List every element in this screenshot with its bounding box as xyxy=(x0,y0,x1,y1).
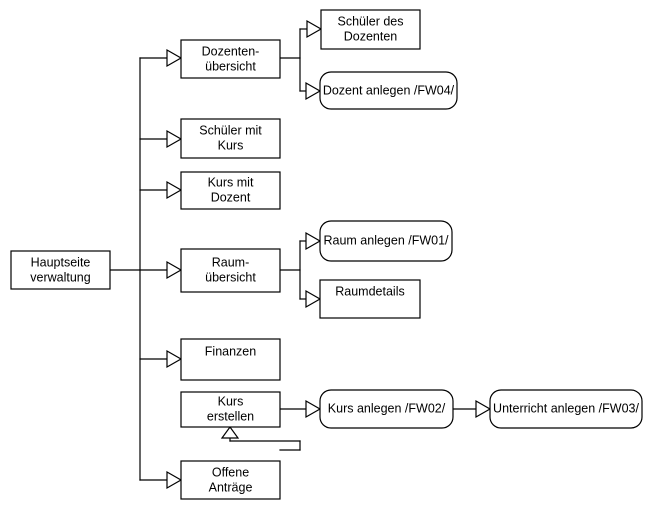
node-kurs-mit-dozent-shape[interactable] xyxy=(180,171,281,210)
node-hauptseite-label-line-1: Hauptseite xyxy=(31,255,91,269)
arrowhead-schueler-mit-kurs xyxy=(166,129,183,149)
node-raum-anlegen[interactable]: Raum anlegen /FW01/ xyxy=(319,220,453,262)
arrowhead-schueler-des-dozenten xyxy=(306,19,323,39)
arrowhead-kurs-mit-dozent xyxy=(166,180,183,200)
arrowhead-raumuebersicht xyxy=(166,260,183,280)
node-finanzen[interactable]: Finanzen xyxy=(180,338,281,381)
arrowhead-dozentenuebersicht xyxy=(166,48,183,68)
node-unterricht-anlegen-shape[interactable] xyxy=(489,389,643,429)
arrowhead-raum-anlegen xyxy=(305,231,322,251)
node-raum-anlegen-label: Raum anlegen /FW01/ xyxy=(323,233,449,247)
node-kurs-mit-dozent-label-line-2: Dozent xyxy=(211,190,251,204)
node-finanzen-shape[interactable] xyxy=(180,338,281,381)
node-dozentenuebersicht-shape[interactable] xyxy=(180,39,281,79)
node-schueler-des-dozenten-label-line-2: Dozenten xyxy=(344,29,398,43)
node-raumuebersicht-label-line-2: übersicht xyxy=(205,270,256,284)
node-schueler-des-dozenten[interactable]: Schüler des Dozenten xyxy=(320,9,421,50)
node-unterricht-anlegen[interactable]: Unterricht anlegen /FW03/ xyxy=(489,389,643,429)
node-hauptseite-shape[interactable] xyxy=(10,250,111,290)
node-schueler-mit-kurs-label-line-2: Kurs xyxy=(218,138,244,152)
node-raumuebersicht-shape[interactable] xyxy=(180,248,281,293)
node-kurs-mit-dozent[interactable]: Kurs mit Dozent xyxy=(180,171,281,210)
node-offene-antraege-shape[interactable] xyxy=(180,460,281,500)
node-kurs-erstellen-label-line-1: Kurs xyxy=(218,394,244,408)
node-kurs-mit-dozent-label-line-1: Kurs mit xyxy=(208,175,254,189)
node-raum-anlegen-shape[interactable] xyxy=(319,220,453,262)
node-schueler-mit-kurs-label-line-1: Schüler mit xyxy=(199,123,262,137)
node-kurs-erstellen-shape[interactable] xyxy=(180,391,281,428)
node-kurs-anlegen-shape[interactable] xyxy=(319,389,454,429)
node-dozent-anlegen[interactable]: Dozent anlegen /FW04/ xyxy=(319,71,458,110)
arrowhead-raumdetails xyxy=(305,289,322,309)
node-raumuebersicht[interactable]: Raum- übersicht xyxy=(180,248,281,293)
node-hauptseite[interactable]: Hauptseite verwaltung xyxy=(10,250,111,290)
node-schueler-des-dozenten-shape[interactable] xyxy=(320,9,421,50)
node-layer: Hauptseite verwaltung Dozenten- übersich… xyxy=(10,9,643,500)
arrowhead-unterricht-anlegen xyxy=(475,399,492,419)
node-offene-antraege-label-line-2: Anträge xyxy=(209,480,253,494)
arrowhead-finanzen xyxy=(166,349,183,369)
node-dozentenuebersicht-label-line-2: übersicht xyxy=(205,59,256,73)
node-kurs-erstellen-label-line-2: erstellen xyxy=(207,409,254,423)
arrowhead-dozent-anlegen xyxy=(305,81,322,101)
arrowhead-offene-antraege xyxy=(166,470,183,490)
node-dozentenuebersicht[interactable]: Dozenten- übersicht xyxy=(180,39,281,79)
node-raumdetails-label: Raumdetails xyxy=(335,284,404,298)
node-unterricht-anlegen-label: Unterricht anlegen /FW03/ xyxy=(493,401,639,415)
node-offene-antraege-label-line-1: Offene xyxy=(212,465,249,479)
node-schueler-des-dozenten-label-line-1: Schüler des xyxy=(337,14,403,28)
node-kurs-anlegen-label: Kurs anlegen /FW02/ xyxy=(328,401,446,415)
arrowhead-kurs-erstellen xyxy=(220,425,240,439)
node-kurs-erstellen[interactable]: Kurs erstellen xyxy=(180,391,281,428)
node-schueler-mit-kurs[interactable]: Schüler mit Kurs xyxy=(180,118,281,159)
node-dozent-anlegen-shape[interactable] xyxy=(319,71,458,110)
node-offene-antraege[interactable]: Offene Anträge xyxy=(180,460,281,500)
node-raumdetails[interactable]: Raumdetails xyxy=(319,279,421,319)
node-raumdetails-shape[interactable] xyxy=(319,279,421,319)
node-raumuebersicht-label-line-1: Raum- xyxy=(212,255,250,269)
node-dozent-anlegen-label: Dozent anlegen /FW04/ xyxy=(323,83,455,97)
node-schueler-mit-kurs-shape[interactable] xyxy=(180,118,281,159)
node-hauptseite-label-line-2: verwaltung xyxy=(30,270,90,284)
edge-layer xyxy=(109,19,492,490)
node-kurs-anlegen[interactable]: Kurs anlegen /FW02/ xyxy=(319,389,454,429)
node-finanzen-label: Finanzen xyxy=(205,344,256,358)
arrowhead-kurs-anlegen xyxy=(305,399,322,419)
node-dozentenuebersicht-label-line-1: Dozenten- xyxy=(202,44,260,58)
